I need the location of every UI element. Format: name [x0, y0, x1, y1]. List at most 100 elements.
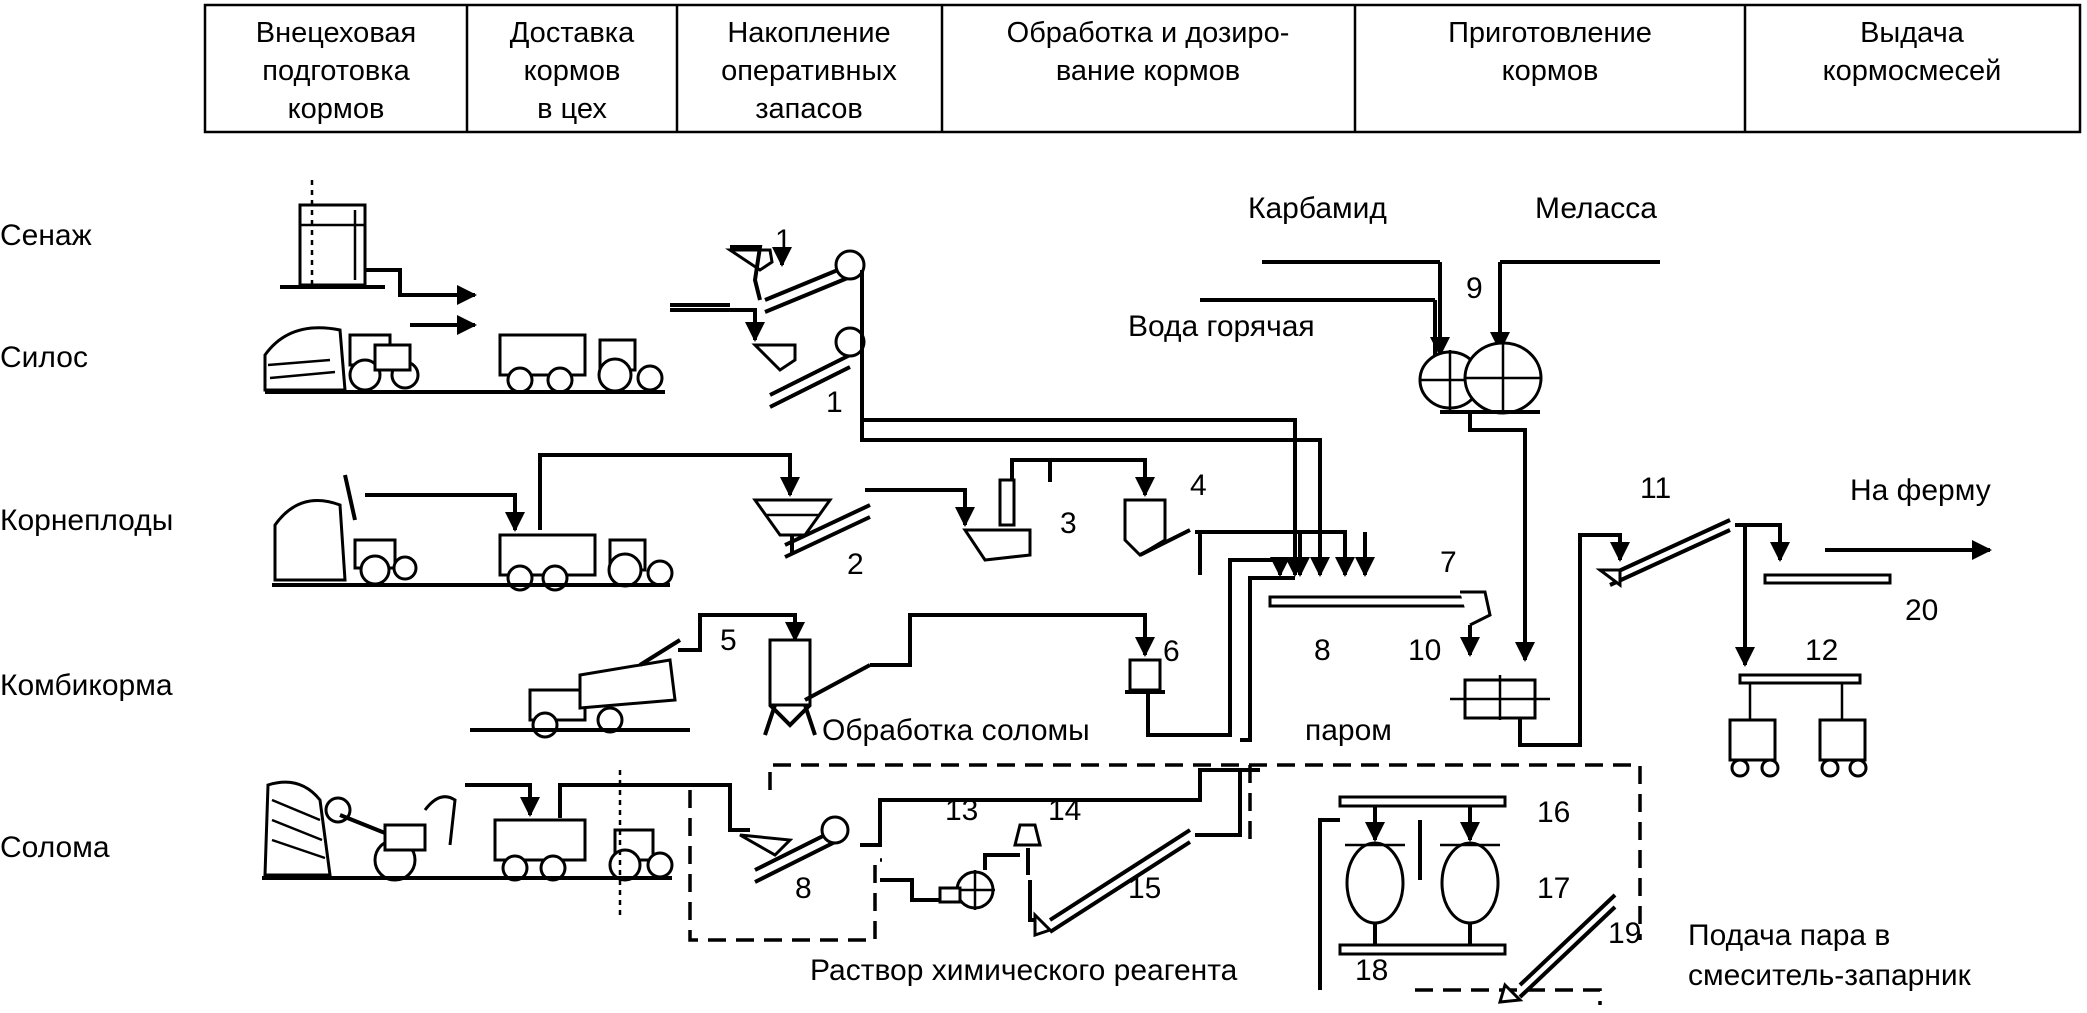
prep-mixer-10: [1450, 675, 1550, 720]
num-4: 4: [1190, 469, 1207, 502]
num-7: 7: [1440, 546, 1457, 579]
collecting-conveyor-18: [1338, 943, 1507, 956]
num-3: 3: [1060, 507, 1077, 540]
stage-1-line-2: подготовка: [262, 55, 410, 87]
silos-tractor-trailer: [498, 333, 664, 394]
root-washer-3: [962, 458, 1052, 562]
senazh-feeder-conveyor-1: [725, 245, 866, 314]
kombikorma-to-bunker-arrow: [678, 613, 805, 652]
stage-1-line-3: кормов: [288, 93, 385, 125]
senazh-tower-silo: [280, 180, 385, 290]
dispenser-20: [1763, 573, 1892, 585]
row-label-senazh: Сенаж: [0, 219, 92, 252]
bunker-to-doser-arrow: [870, 613, 1155, 667]
prep-to-conveyor-line: [1518, 533, 1630, 747]
crusher-to-dosing-line: [1200, 530, 1355, 577]
label-podacha-para-1: Подача пара в: [1688, 919, 1890, 952]
stage-5-line-2: кормов: [1502, 55, 1599, 87]
num-19: 19: [1608, 917, 1641, 950]
num-8a: 8: [1314, 634, 1331, 667]
straw-feeder-conveyor-8: [739, 815, 850, 884]
root-crusher-4: [1123, 498, 1191, 557]
num-12: 12: [1805, 634, 1838, 667]
stage-3-line-2: оперативных: [721, 55, 897, 87]
num-15: 15: [1128, 872, 1161, 905]
mixture-conveyor-11: [1595, 518, 1731, 588]
inclined-conveyor-15: [1033, 828, 1192, 938]
stage-header-table: Внецеховая подготовка кормов Доставка ко…: [203, 3, 2082, 134]
silos-to-dosing-line: [860, 348, 1330, 577]
label-voda-goryachaya: Вода горячая: [1128, 310, 1315, 343]
stage-2-line-1: Доставка: [510, 17, 635, 49]
soloma-heap-harvester: [263, 780, 457, 882]
label-parom: паром: [1305, 714, 1392, 747]
num-13: 13: [945, 794, 978, 827]
stage-6-line-1: Выдача: [1860, 17, 1965, 49]
label-rastvor-reagenta: Раствор химического реагента: [810, 954, 1238, 987]
conveyor-to-dispenser-arrow: [1735, 523, 1790, 562]
doser-to-mixer-line: [1146, 557, 1290, 737]
molasses-urea-tank-9: [1200, 260, 1660, 415]
korneplody-to-hopper-arrow: [538, 453, 800, 530]
straw-to-mixer-line: [1240, 576, 1295, 742]
senazh-to-dosing-line: [860, 270, 1305, 577]
left-return-line: [1318, 818, 1340, 990]
distribution-conveyor-16: [1338, 795, 1507, 808]
steam-circuit-bottom: [1415, 988, 1602, 1005]
reagent-pump-13: [880, 853, 1020, 910]
num-11: 11: [1640, 472, 1671, 505]
korneplody-loader-arrow: [365, 493, 525, 532]
label-melassa: Меласса: [1535, 192, 1657, 225]
steam-circuit-top: [768, 763, 1642, 940]
stage-1-line-1: Внецеховая: [256, 17, 416, 49]
conveyor-15-out-line: [1195, 768, 1260, 837]
row-label-soloma: Солома: [0, 831, 110, 864]
stage-4-line-1: Обработка и дозиро-: [1007, 17, 1290, 49]
num-18: 18: [1355, 954, 1388, 987]
num-5: 5: [720, 624, 737, 657]
row-label-korneplody: Корнеплоды: [0, 504, 173, 537]
stage-3-line-1: Накопление: [727, 17, 890, 49]
num-6: 6: [1163, 635, 1180, 668]
num-14: 14: [1048, 794, 1081, 827]
num-2: 2: [847, 548, 864, 581]
num-20: 20: [1905, 594, 1938, 627]
steam-mixer-tanks-17: [1345, 841, 1500, 945]
label-obrabotka-solomy: Обработка соломы: [822, 714, 1090, 747]
washer-to-crusher-arrow: [1050, 458, 1155, 497]
korneplody-tractor-trailer: [498, 533, 674, 592]
silos-feeder-conveyor-1: [751, 326, 866, 409]
molasses-to-prep-line: [1468, 412, 1535, 662]
stage-6-line-2: кормосмесей: [1823, 55, 2002, 87]
kombikorma-bunker-5: [763, 638, 871, 736]
output-conveyor-19: [1497, 893, 1617, 1004]
stage-3-line-3: запасов: [755, 93, 863, 125]
straw-feeder-out-line: [860, 768, 1255, 847]
crusher-out: [1195, 530, 1202, 575]
num-10: 10: [1408, 634, 1441, 667]
korneplody-to-washer-arrow: [865, 488, 975, 527]
stage-5-line-1: Приготовление: [1448, 17, 1652, 49]
num-1b: 1: [826, 386, 843, 419]
kombikorma-doser-6: [1125, 658, 1165, 694]
label-na-fermu: На ферму: [1850, 474, 1991, 507]
num-9: 9: [1466, 272, 1483, 305]
feed-wagons-12: [1728, 673, 1868, 778]
kombikorma-feed-truck: [528, 638, 682, 739]
soloma-harvester-arrow: [465, 783, 540, 817]
stage-4-line-2: вание кормов: [1056, 55, 1240, 87]
num-8b: 8: [795, 872, 812, 905]
num-16: 16: [1537, 796, 1570, 829]
stage-2-line-3: в цех: [537, 93, 607, 125]
stage-2-line-2: кормов: [524, 55, 621, 87]
korneplody-heap-loader: [273, 474, 418, 586]
num-17: 17: [1537, 872, 1570, 905]
num-1a: 1: [775, 224, 792, 257]
reagent-dispenser-14: [1013, 823, 1042, 922]
steam-circuit-left: [688, 790, 882, 942]
soloma-to-feeder-line: [558, 783, 750, 832]
soloma-tractor-trailer: [493, 818, 674, 882]
dosing-conveyor-7: [1268, 590, 1492, 657]
silos-heap-loader: [263, 326, 420, 392]
